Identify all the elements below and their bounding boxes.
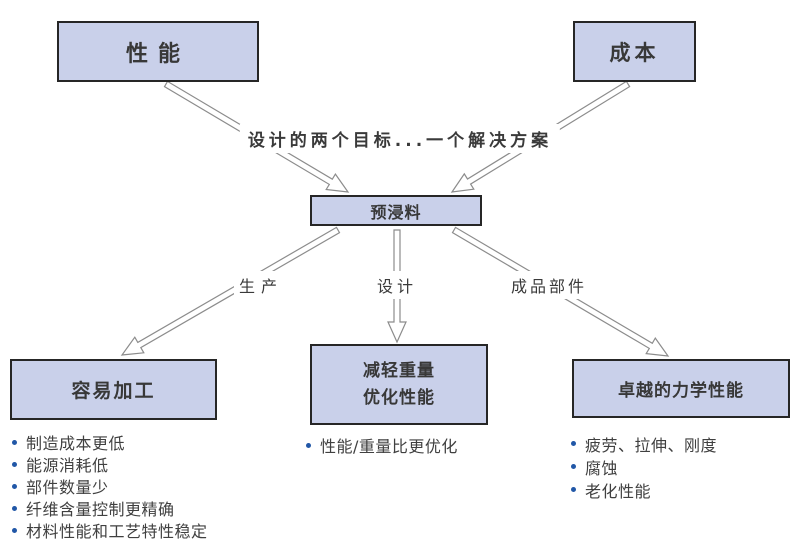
bullet-dot-icon [12,505,17,511]
bullet-dot-icon [571,441,576,446]
box-weight-performance-label: 减轻重量 优化性能 [363,358,435,412]
bullet-text: 老化性能 [585,481,652,501]
bullet-dot-icon [12,527,17,533]
bullet-dot-icon [12,483,17,489]
branch-label-design: 设计 [372,271,423,299]
box-prepreg: 预浸料 [310,195,482,226]
bullet-list-weight-performance: 性能/重量比更优化 [306,434,458,456]
box-easy-processing-label: 容易加工 [71,380,156,402]
list-item: 能源消耗低 [12,453,208,475]
box-cost-label: 成本 [609,40,660,65]
bullet-dot-icon [12,461,17,467]
box-performance-label: 性能 [125,41,190,67]
box-easy-processing: 容易加工 [10,359,217,420]
bullet-dot-icon [571,464,576,469]
bullet-text: 性能/重量比更优化 [320,437,458,456]
box-weight-line-2: 优化性能 [363,387,435,408]
list-item: 部件数量少 [12,475,208,497]
bullet-text: 材料性能和工艺特性稳定 [26,522,208,541]
list-item: 疲劳、拉伸、刚度 [571,432,717,455]
bullet-text: 制造成本更低 [26,434,126,453]
bullet-dot-icon [12,439,17,445]
bullet-list-mechanical: 疲劳、拉伸、刚度 腐蚀 老化性能 [571,432,717,501]
bullet-text: 部件数量少 [26,478,109,497]
list-item: 性能/重量比更优化 [306,434,458,456]
list-item: 材料性能和工艺特性稳定 [12,519,208,541]
bullet-text: 疲劳、拉伸、刚度 [585,435,718,455]
branch-label-finished-parts: 成品部件 [506,271,593,299]
list-item: 腐蚀 [571,455,717,478]
box-prepreg-label: 预浸料 [370,202,422,222]
design-goal-text: 设计的两个目标...一个解决方案 [239,124,561,153]
bullet-dot-icon [306,442,311,448]
bullet-text: 能源消耗低 [26,456,109,475]
list-item: 制造成本更低 [12,431,208,453]
box-mechanical-properties-label: 卓越的力学性能 [618,381,744,401]
box-weight-line-1: 减轻重量 [363,360,435,381]
box-performance: 性能 [57,21,259,82]
branch-label-production: 生产 [234,271,289,299]
bullet-dot-icon [571,487,576,492]
bullet-text: 腐蚀 [585,458,619,478]
box-cost: 成本 [573,21,696,82]
box-weight-performance: 减轻重量 优化性能 [310,344,488,425]
box-mechanical-properties: 卓越的力学性能 [572,359,790,418]
list-item: 老化性能 [571,478,717,501]
list-item: 纤维含量控制更精确 [12,497,208,519]
bullet-text: 纤维含量控制更精确 [26,500,175,519]
arrow-prepreg-to-easy-processing [120,226,341,356]
bullet-list-easy-processing: 制造成本更低 能源消耗低 部件数量少 纤维含量控制更精确 材料性能和工艺特性稳定 [12,431,208,541]
